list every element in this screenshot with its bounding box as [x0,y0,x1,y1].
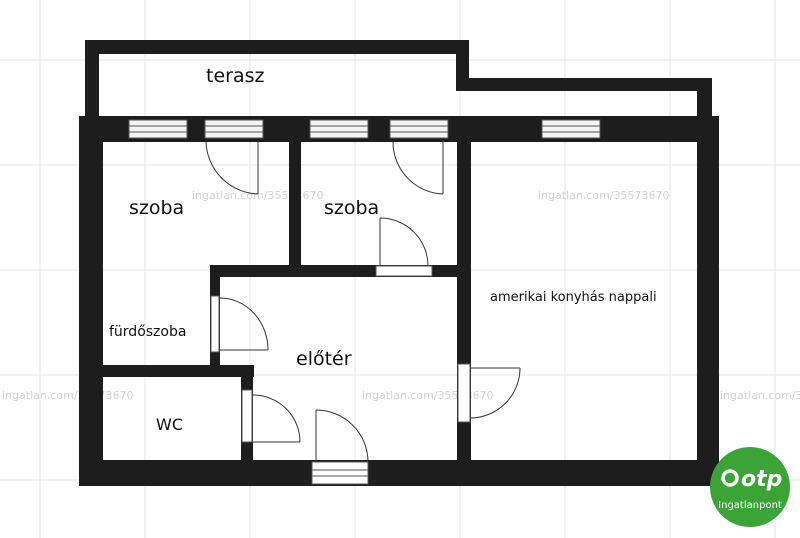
door [252,394,301,443]
terrace-walls [85,40,712,123]
window [309,119,369,139]
room-labels: terasz szoba szoba amerikai konyhás napp… [109,65,657,434]
logo-badge [710,447,790,527]
door [379,217,429,267]
logo-subtitle: Ingatlanpont [718,500,782,511]
room-label-szoba-left: szoba [129,197,184,219]
room-label-terasz: terasz [206,65,264,87]
room-label-eloter: előtér [296,348,352,370]
watermark-text: ingatlan.com/35573670 [538,189,670,202]
otp-ring-icon [721,469,739,487]
window [389,119,449,139]
window [128,119,188,139]
watermark-text: ingatlan.com/35573670 [362,389,494,402]
door [219,297,269,351]
door [315,409,369,463]
door [392,140,444,195]
otp-logo: otp Ingatlanpont [710,447,790,527]
watermark-text: ingatlan.com/35573670 [2,389,134,402]
window [541,119,601,139]
windows [128,119,601,139]
window [204,119,264,139]
room-label-furdoszoba: fürdőszoba [109,324,186,340]
door [205,140,259,195]
room-label-szoba-mid: szoba [324,197,379,219]
door [469,367,521,419]
door-openings [210,265,471,485]
door-swings [205,140,521,463]
room-label-wc: WC [156,415,183,434]
room-label-nappali: amerikai konyhás nappali [490,290,657,305]
logo-brand: otp [741,467,782,492]
watermark-text: ingatlan.com/35573670 [720,389,800,402]
